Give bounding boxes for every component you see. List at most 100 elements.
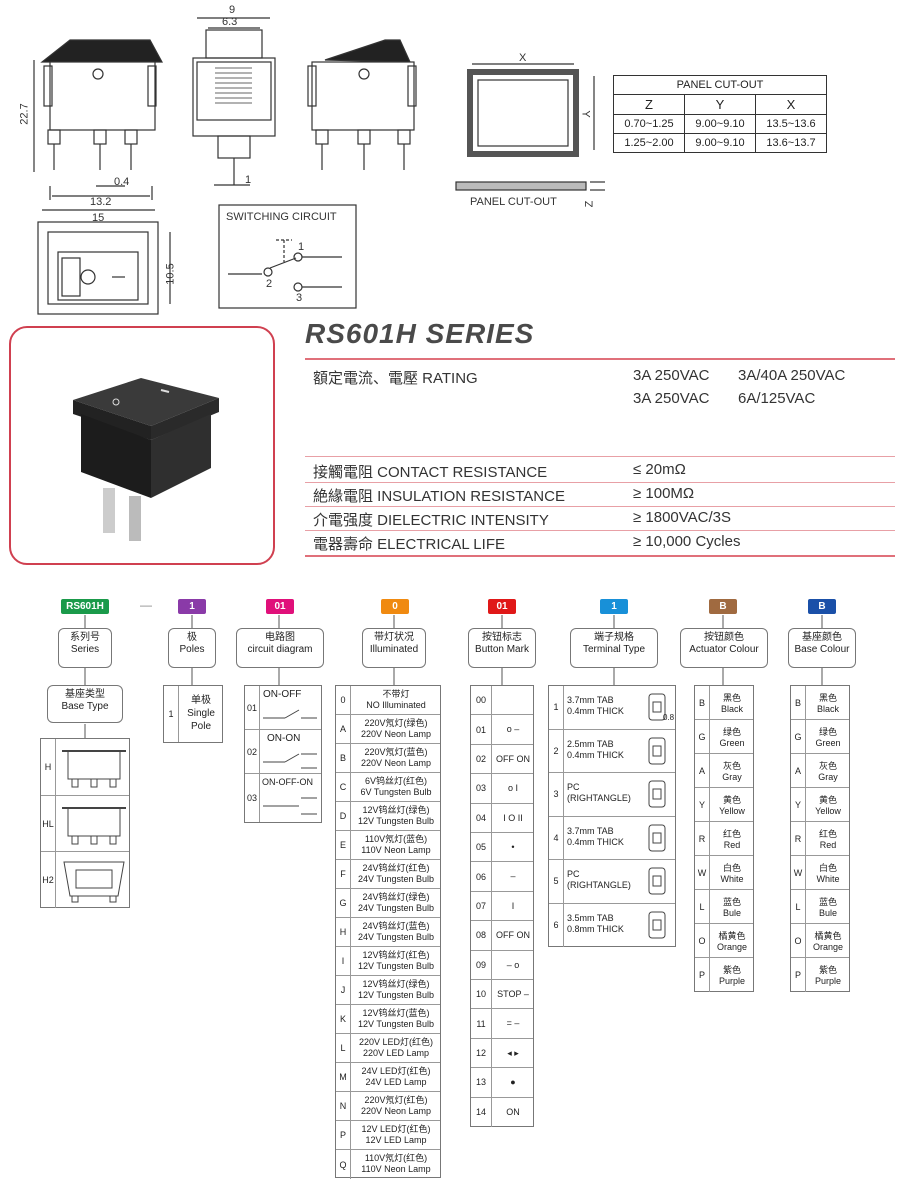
poles-en: Pole [190,721,211,732]
terminal-icon [648,824,666,851]
base-h-icon [62,750,126,788]
mark-symbol: o – [506,724,520,735]
colour-cn: 绿色 [818,727,837,737]
colour-desc: 橘黄色 Orange [807,931,849,953]
mark-symbol: OFF ON [496,930,530,941]
mark-code: 04 [471,803,492,832]
list-item: A 灰色 Gray [791,754,849,788]
illum-desc: 12V钨丝灯(绿色) 12V Tungsten Bulb [352,805,440,827]
colour-cn: 灰色 [818,761,837,771]
colour-code: B [791,686,806,719]
header-en: Base Type [61,701,109,712]
mark-code: 07 [471,891,492,921]
mark-symbol: I O II [503,812,523,823]
tag-illuminated: 0 [381,599,409,614]
spec-divider [305,530,895,531]
illum-en: 220V LED Lamp [362,1048,430,1058]
colour-en: Black [720,704,743,714]
mark-code: 09 [471,950,492,979]
colour-desc: 绿色 Green [711,727,753,749]
illum-code: I [336,947,351,975]
base-type-code: H2 [41,852,56,908]
list-item: 07 I [471,891,533,922]
list-item: 5 PC (RIGHTANGLE) [549,860,675,904]
product-photo-frame [9,326,275,565]
illum-cn: 12V钨丝灯(蓝色) [362,1008,430,1018]
mark-symbol: • [511,842,515,852]
terminal-desc: 3.7mm TAB 0.4mm THICK [567,826,624,848]
list-item: G 24V钨丝灯(绿色) 24V Tungsten Bulb [336,889,440,918]
list-item: F 24V钨丝灯(红色) 24V Tungsten Bulb [336,860,440,889]
cutout-cell: 1.25~2.00 [613,133,685,153]
illum-en: 24V Tungsten Bulb [357,874,435,884]
illum-desc: 220V LED灯(红色) 220V LED Lamp [352,1037,440,1059]
terminal-line1: 3.5mm TAB [567,912,614,923]
illum-desc: 24V钨丝灯(绿色) 24V Tungsten Bulb [352,892,440,914]
list-item: 4 3.7mm TAB 0.4mm THICK [549,816,675,860]
colour-en: Purple [718,976,745,986]
illum-en: 110V Neon Lamp [361,1164,431,1174]
illum-en: 24V Tungsten Bulb [357,903,435,913]
colour-cn: 黑色 [818,693,837,703]
header-en: Poles [179,644,205,655]
rating-value: 6A/125VAC [738,390,816,407]
list-item: 08 OFF ON [471,921,533,951]
mark-symbol: – o [506,959,520,970]
colour-en: Orange [716,942,748,952]
colour-desc: 黑色 Black [711,693,753,715]
poles-en: Single [187,708,215,719]
list-item: P 12V LED灯(红色) 12V LED Lamp [336,1121,440,1150]
rating-value: 3A 250VAC [633,367,710,384]
spec-bottom-divider [305,555,895,557]
colour-code: B [695,686,710,719]
pin-3-label: 3 [296,292,303,304]
list-item: 00 [471,686,533,716]
spec-label: 接觸電阻 CONTACT RESISTANCE [313,464,548,481]
list-item: O 橘黄色 Orange [791,924,849,958]
list-item: 3 PC (RIGHTANGLE) [549,773,675,817]
colour-desc: 紫色 Purple [711,965,753,987]
illum-desc: 24V钨丝灯(红色) 24V Tungsten Bulb [352,863,440,885]
colour-code: W [695,856,710,889]
title-divider [305,358,895,360]
base-hl-icon [62,807,126,845]
header-cn: 极 [187,632,197,643]
colour-cn: 蓝色 [818,897,837,907]
colour-cn: 白色 [818,863,837,873]
colour-code: O [695,924,710,957]
list-item: N 220V氖灯(红色) 220V Neon Lamp [336,1092,440,1121]
spec-value: ≥ 10,000 Cycles [633,533,741,550]
illum-code: N [336,1092,351,1120]
cutout-table-title: PANEL CUT-OUT [613,75,827,95]
colour-code: G [695,720,710,753]
terminal-code: 2 [549,729,564,772]
list-item: 05 • [471,833,533,863]
header-cn: 电路图 [265,632,295,643]
list-item: H 24V钨丝灯(蓝色) 24V Tungsten Bulb [336,918,440,947]
illum-code: K [336,1005,351,1033]
header-cn: 带灯状况 [374,632,414,643]
circuit-code: 01 [245,686,260,729]
colour-en: White [720,874,744,884]
colour-cn: 橘黄色 [814,931,842,941]
list-item: J 12V钨丝灯(绿色) 12V Tungsten Bulb [336,976,440,1005]
illum-en: 12V Tungsten Bulb [357,990,435,1000]
illum-cn: 220V LED灯(红色) [358,1037,434,1047]
illum-cn: 220V氖灯(红色) [364,1095,428,1105]
colour-cn: 绿色 [722,727,741,737]
colour-en: Yellow [719,806,745,816]
header-cn: 端子规格 [594,632,634,643]
mark-code: 01 [471,715,492,744]
poles-desc: 单极 Single Pole [179,694,223,733]
list-item: 13 ● [471,1068,533,1098]
tag-base-colour: B [808,599,836,614]
switching-circuit-label: SWITCHING CIRCUIT [226,211,337,223]
circuit-label: ON-OFF-ON [262,777,313,787]
base-type-code: HL [41,796,56,851]
list-item: L 蓝色 Bule [791,890,849,924]
spec-label: 絶緣電阻 INSULATION RESISTANCE [313,488,565,505]
colour-en: Black [816,704,839,714]
order-dash: — [140,598,152,612]
